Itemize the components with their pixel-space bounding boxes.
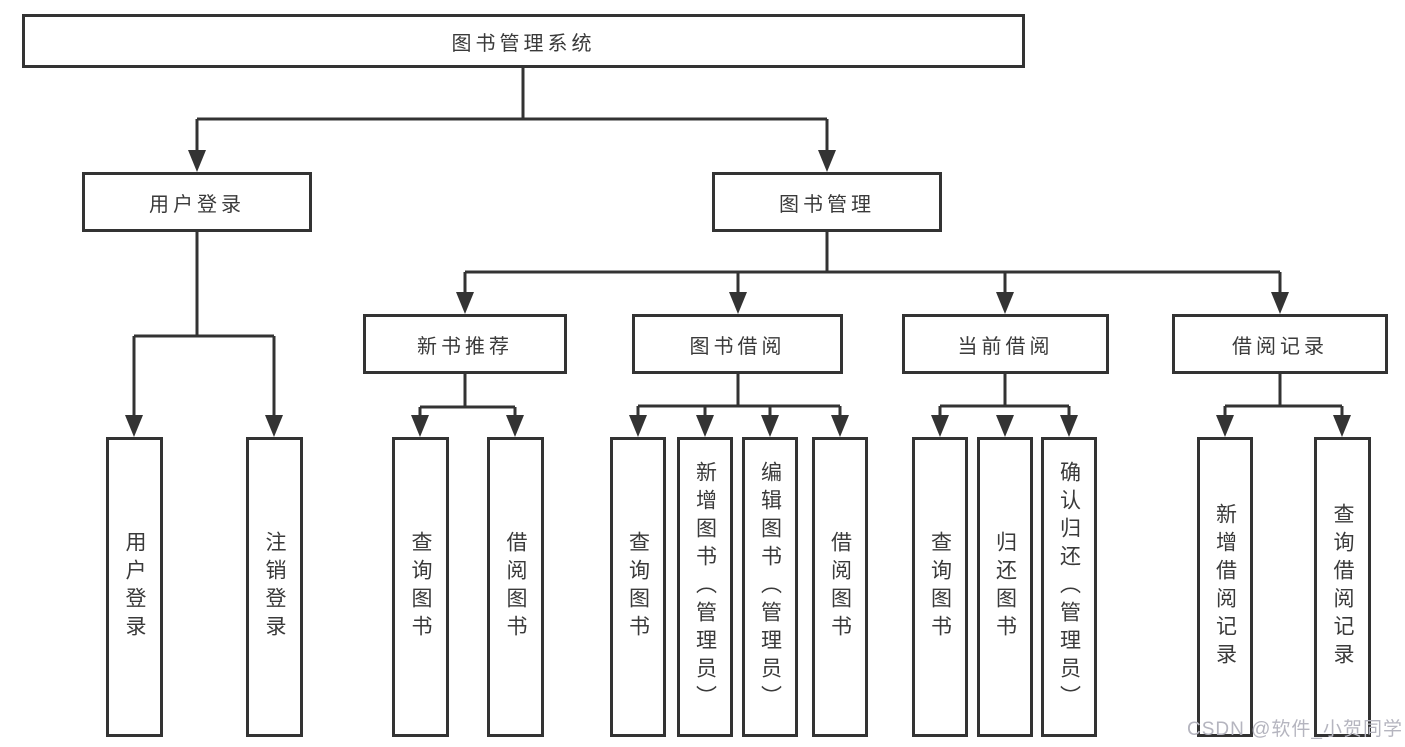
leaf-confirm-return-admin-label: 确认归还（管理员） — [1057, 461, 1081, 713]
node-borrow-records: 借阅记录 — [1172, 314, 1388, 374]
node-book-management: 图书管理 — [712, 172, 942, 232]
leaf-recommend-borrow-books: 借阅图书 — [487, 437, 544, 737]
node-root-label: 图书管理系统 — [451, 32, 596, 55]
leaf-recommend-borrow-books-label: 借阅图书 — [504, 531, 527, 643]
node-root: 图书管理系统 — [22, 14, 1025, 68]
leaf-add-borrow-record-label: 新增借阅记录 — [1213, 503, 1237, 671]
leaf-recommend-query-books: 查询图书 — [392, 437, 449, 737]
node-current-borrow: 当前借阅 — [902, 314, 1109, 374]
node-current-borrow-label: 当前借阅 — [957, 335, 1054, 358]
csdn-watermark: CSDN @软件_小贺同学 — [1187, 719, 1403, 740]
node-user-login: 用户登录 — [82, 172, 312, 232]
leaf-borrow-books-label: 借阅图书 — [828, 531, 852, 643]
node-borrow-records-label: 借阅记录 — [1232, 335, 1328, 358]
node-new-book-recommend-label: 新书推荐 — [417, 335, 513, 358]
leaf-return-books: 归还图书 — [977, 437, 1033, 737]
leaf-borrow-query-books-label: 查询图书 — [626, 531, 650, 643]
leaf-user-login: 用户登录 — [106, 437, 163, 737]
leaf-user-login-label: 用户登录 — [123, 531, 146, 643]
connector-lines — [132, 68, 1344, 415]
node-new-book-recommend: 新书推荐 — [363, 314, 567, 374]
leaf-borrow-books: 借阅图书 — [812, 437, 868, 737]
leaf-logout-label: 注销登录 — [263, 531, 286, 643]
node-book-management-label: 图书管理 — [779, 193, 875, 216]
leaf-add-books-admin: 新增图书（管理员） — [677, 437, 733, 737]
leaf-edit-books-admin-label: 编辑图书（管理员） — [758, 461, 782, 713]
leaf-query-borrow-record: 查询借阅记录 — [1314, 437, 1371, 737]
leaf-edit-books-admin: 编辑图书（管理员） — [742, 437, 798, 737]
leaf-logout: 注销登录 — [246, 437, 303, 737]
node-user-login-label: 用户登录 — [149, 193, 245, 216]
leaf-add-books-admin-label: 新增图书（管理员） — [693, 461, 717, 713]
node-book-borrow-label: 图书借阅 — [689, 335, 786, 358]
node-book-borrow: 图书借阅 — [632, 314, 843, 374]
arrowhead-icons — [125, 150, 1351, 437]
leaf-recommend-query-books-label: 查询图书 — [409, 531, 432, 643]
leaf-add-borrow-record: 新增借阅记录 — [1197, 437, 1253, 737]
leaf-return-books-label: 归还图书 — [993, 531, 1017, 643]
leaf-current-query-books: 查询图书 — [912, 437, 968, 737]
leaf-borrow-query-books: 查询图书 — [610, 437, 666, 737]
leaf-confirm-return-admin: 确认归还（管理员） — [1041, 437, 1097, 737]
leaf-query-borrow-record-label: 查询借阅记录 — [1331, 503, 1354, 671]
leaf-current-query-books-label: 查询图书 — [928, 531, 952, 643]
